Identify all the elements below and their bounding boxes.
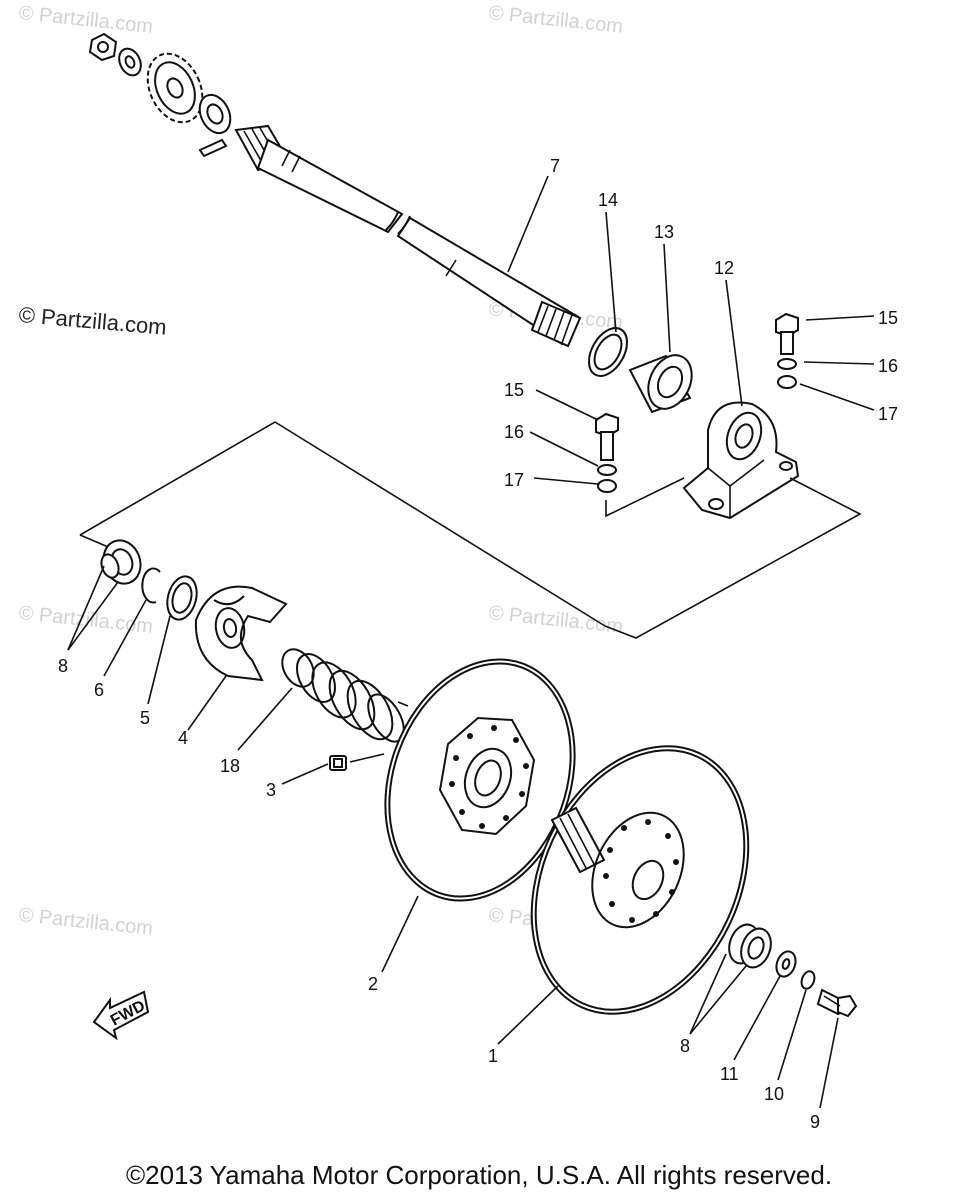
callout-18: 18 [220,756,240,776]
callout-17-right: 17 [878,404,898,424]
callout-1: 1 [488,1046,498,1066]
callout-5: 5 [140,708,150,728]
part-9-bolt [816,988,858,1018]
callout-15-middle: 15 [504,380,524,400]
part-5-washer [166,575,198,621]
part-8-bearing-left [100,539,142,585]
part-6-circlip [141,567,161,604]
part-18-spring [281,648,409,743]
part-13-bearing [628,354,693,414]
copyright-notice: ©2013 Yamaha Motor Corporation, U.S.A. A… [125,1160,833,1190]
callout-10: 10 [764,1084,784,1104]
callout-16-right: 16 [878,356,898,376]
callout-9: 9 [810,1112,820,1132]
part-2-sliding-sheave [384,658,576,902]
callout-12: 12 [714,258,734,278]
callout-13: 13 [654,222,674,242]
callout-14: 14 [598,190,618,210]
callout-8-left: 8 [58,656,68,676]
part-12-bearing-housing [682,401,800,520]
bolt-set-middle [595,412,619,493]
assembly-lines [79,421,862,639]
part-4-spider [194,585,288,682]
bolt-set-right [775,312,799,389]
part-3-slider [329,753,385,771]
callout-4: 4 [178,728,188,748]
part-8-bearing-right [728,923,772,969]
callout-17-middle: 17 [504,470,524,490]
callout-11: 11 [720,1064,739,1084]
callout-3: 3 [266,780,276,800]
part-1-primary-sheave [530,745,750,1015]
callout-16-middle: 16 [504,422,524,442]
part-11-washer [775,950,797,978]
part-14-oil-seal [588,327,628,377]
part-10-spring-washer [800,970,816,990]
shaft-assembly [88,32,582,348]
callout-7: 7 [550,156,560,176]
fwd-arrow-icon: FWD [92,990,150,1041]
callout-15-right: 15 [878,308,898,328]
callout-2: 2 [368,974,378,994]
leader-lines [67,175,875,1109]
callout-labels: 7 14 13 12 15 16 17 15 16 17 8 6 5 4 18 … [58,156,898,1132]
callout-8-right: 8 [680,1036,690,1056]
callout-6: 6 [94,680,104,700]
